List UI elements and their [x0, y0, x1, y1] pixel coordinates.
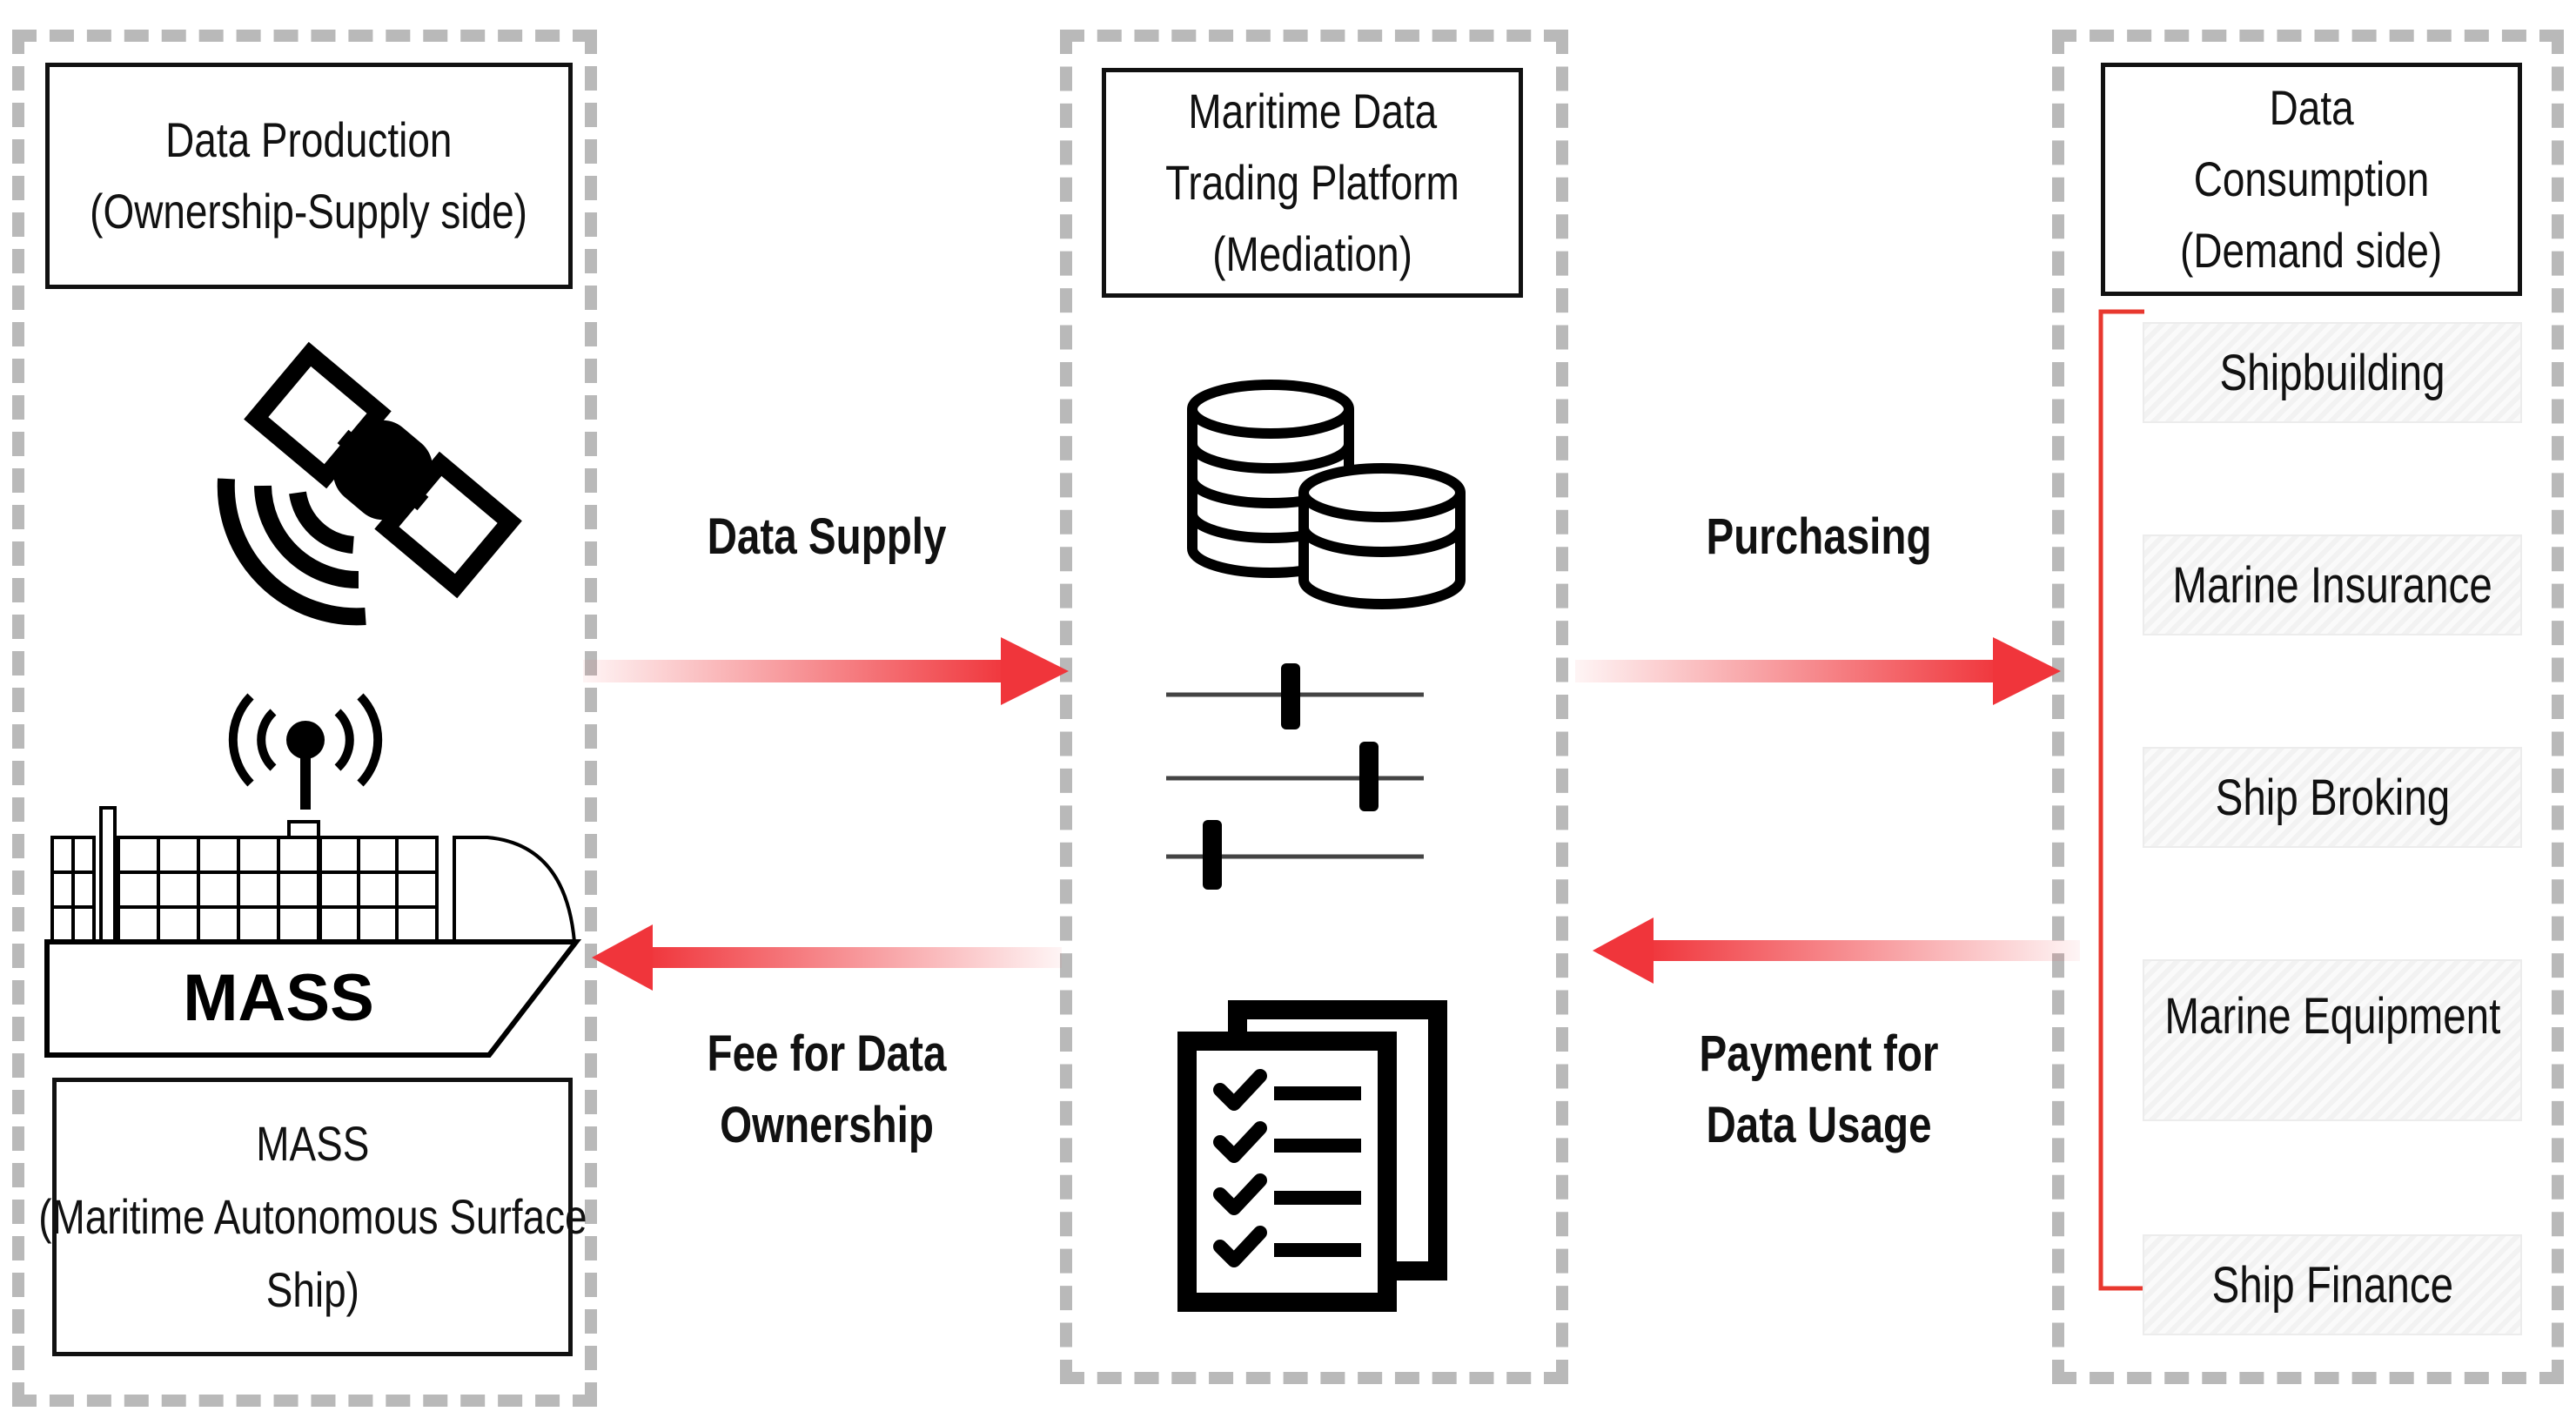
segment-label: Ship Finance: [2211, 1256, 2453, 1314]
fee-label: Fee for Data Ownership: [644, 1018, 1010, 1161]
fee-line-1: Fee for Data: [707, 1025, 947, 1082]
consumption-title-line-1: Data: [2269, 80, 2354, 135]
segment-label: Ship Broking: [2215, 769, 2450, 826]
mass-line-1: MASS: [255, 1116, 370, 1171]
data-supply-line-1: Data Supply: [707, 508, 947, 565]
consumption-column: [2052, 30, 2564, 1384]
ship-label: MASS: [183, 961, 374, 1035]
coins-icon: [1187, 380, 1466, 609]
fee-line-2: Ownership: [720, 1097, 934, 1153]
antenna-icon: [228, 693, 383, 810]
segment-label: Marine Insurance: [2172, 556, 2492, 614]
data-production-title-box: Data Production (Ownership-Supply side): [45, 63, 573, 289]
platform-column: [1060, 30, 1568, 1384]
mass-line-3: Ship): [265, 1262, 359, 1317]
satellite-icon: [217, 341, 522, 626]
consumption-bracket: [2098, 309, 2144, 1291]
sliders-icon: [1166, 663, 1424, 890]
segment-marine-equipment: Marine Equipment: [2143, 959, 2522, 1121]
fee-arrow: [592, 924, 1062, 991]
segment-ship-finance: Ship Finance: [2143, 1234, 2522, 1335]
purchasing-label: Purchasing: [1636, 501, 2002, 573]
segment-label: Marine Equipment: [2164, 988, 2500, 1045]
platform-title-line-3: (Mediation): [1212, 226, 1412, 281]
data-supply-label: Data Supply: [644, 501, 1010, 573]
consumption-title-box: Data Consumption (Demand side): [2101, 63, 2522, 296]
mass-definition-box: MASS (Maritime Autonomous Surface Ship): [38, 1078, 587, 1356]
checklist-icon: [1177, 1000, 1447, 1312]
payment-line-1: Payment for: [1699, 1025, 1939, 1082]
purchasing-line-1: Purchasing: [1706, 508, 1932, 565]
purchasing-arrow: [1575, 637, 2061, 705]
production-title-line-2: (Ownership-Supply side): [90, 184, 528, 239]
platform-title-line-1: Maritime Data: [1188, 84, 1437, 138]
consumption-title-line-3: (Demand side): [2180, 223, 2443, 278]
segment-label: Shipbuilding: [2219, 344, 2445, 401]
segment-shipbuilding: Shipbuilding: [2143, 322, 2522, 423]
platform-title-line-2: Trading Platform: [1165, 155, 1459, 210]
payment-arrow: [1593, 918, 2080, 984]
production-column: [12, 30, 597, 1407]
container-ship-icon: MASS: [44, 806, 582, 1058]
payment-label: Payment for Data Usage: [1636, 1018, 2002, 1161]
data-supply-arrow: [583, 637, 1069, 705]
platform-title-box: Maritime Data Trading Platform (Mediatio…: [1102, 68, 1523, 298]
payment-line-2: Data Usage: [1706, 1097, 1932, 1153]
segment-ship-broking: Ship Broking: [2143, 747, 2522, 848]
production-title-line-1: Data Production: [165, 112, 453, 167]
consumption-title-line-2: Consumption: [2193, 151, 2430, 206]
mass-line-2: (Maritime Autonomous Surface: [37, 1189, 587, 1244]
segment-marine-insurance: Marine Insurance: [2143, 534, 2522, 635]
